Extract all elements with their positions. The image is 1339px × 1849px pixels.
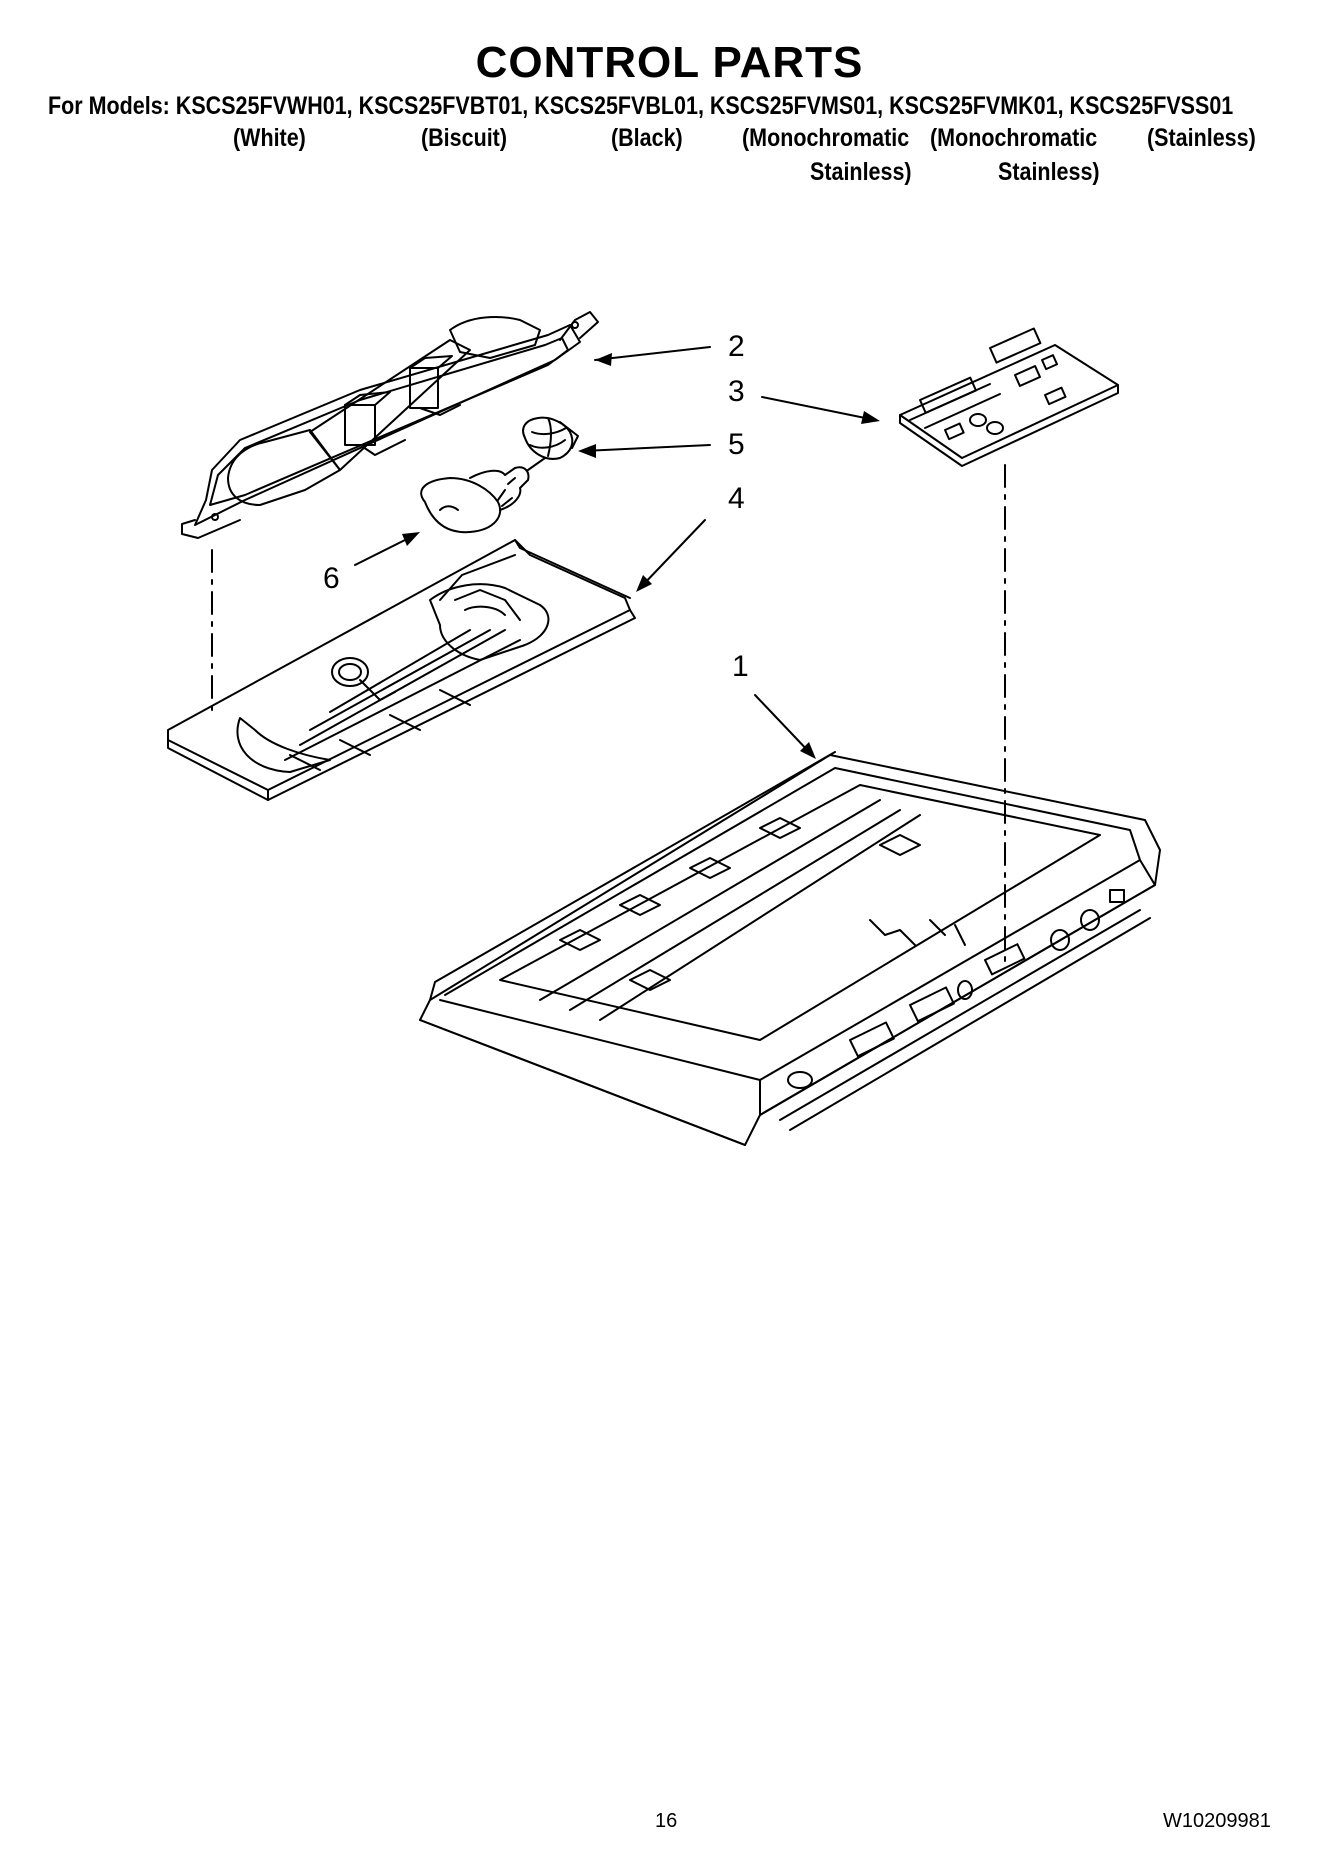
callout-1: 1 bbox=[732, 650, 749, 683]
variant-biscuit: (Biscuit) bbox=[421, 124, 507, 152]
callout-6: 6 bbox=[323, 562, 340, 595]
alignment-lines bbox=[211, 464, 1006, 966]
leader-lines bbox=[354, 346, 880, 759]
variant-monochromatic-1: (Monochromatic bbox=[742, 124, 910, 152]
models-line: For Models: KSCS25FVWH01, KSCS25FVBT01, … bbox=[48, 92, 1234, 120]
lamp-lens-part bbox=[167, 539, 636, 801]
lamp-socket-part bbox=[522, 416, 579, 460]
page-title: CONTROL PARTS bbox=[475, 38, 864, 87]
variant-monochromatic-2: (Monochromatic bbox=[930, 124, 1098, 152]
callout-4: 4 bbox=[728, 482, 745, 515]
variant-monochromatic-1-line2: Stainless) bbox=[810, 158, 912, 186]
control-board-part bbox=[899, 327, 1119, 467]
variant-stainless: (Stainless) bbox=[1147, 124, 1256, 152]
variant-white: (White) bbox=[233, 124, 306, 152]
variant-black: (Black) bbox=[611, 124, 683, 152]
callout-2: 2 bbox=[728, 330, 745, 363]
variant-monochromatic-2-line2: Stainless) bbox=[998, 158, 1100, 186]
callout-5: 5 bbox=[728, 428, 745, 461]
callout-3: 3 bbox=[728, 375, 745, 408]
bulb-part bbox=[420, 457, 546, 534]
light-housing-part bbox=[181, 311, 599, 539]
document-number: W10209981 bbox=[1163, 1810, 1271, 1832]
control-panel-housing-part bbox=[419, 751, 1161, 1146]
page-number: 16 bbox=[655, 1810, 678, 1832]
